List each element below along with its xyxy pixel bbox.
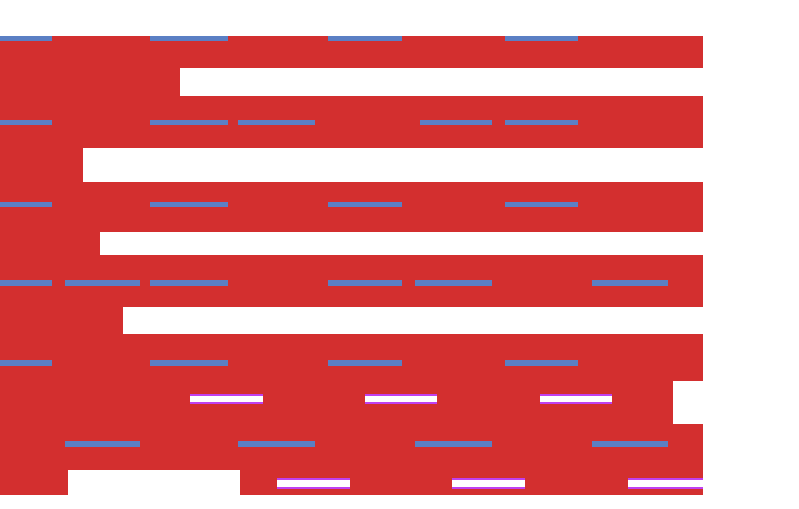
- magenta-highlight-bar[interactable]: [628, 478, 703, 489]
- blue-highlight-bar[interactable]: [150, 202, 228, 207]
- magenta-highlight-bar[interactable]: [365, 394, 437, 404]
- redaction-block: [0, 68, 180, 96]
- redaction-block: [0, 334, 703, 381]
- redaction-block: [0, 36, 703, 68]
- blue-highlight-bar[interactable]: [415, 441, 492, 447]
- blue-highlight-bar[interactable]: [415, 280, 492, 286]
- redaction-block: [0, 307, 123, 334]
- redaction-block: [0, 148, 83, 182]
- redaction-block: [0, 96, 703, 148]
- blue-highlight-bar[interactable]: [505, 36, 578, 41]
- redaction-block: [0, 232, 100, 255]
- blue-highlight-bar[interactable]: [328, 36, 402, 41]
- blue-highlight-bar[interactable]: [505, 202, 578, 207]
- blue-highlight-bar[interactable]: [592, 441, 668, 447]
- magenta-highlight-bar[interactable]: [190, 394, 263, 404]
- magenta-highlight-bar[interactable]: [452, 478, 525, 489]
- blue-highlight-bar[interactable]: [65, 441, 140, 447]
- blue-highlight-bar[interactable]: [65, 280, 140, 286]
- blue-highlight-bar[interactable]: [0, 280, 52, 286]
- blue-highlight-bar[interactable]: [505, 120, 578, 125]
- blue-highlight-bar[interactable]: [150, 120, 228, 125]
- blue-highlight-bar[interactable]: [0, 202, 52, 207]
- redaction-block: [0, 470, 68, 495]
- blue-highlight-bar[interactable]: [0, 120, 52, 125]
- blue-highlight-bar[interactable]: [150, 360, 228, 366]
- blue-highlight-bar[interactable]: [238, 120, 315, 125]
- blue-highlight-bar[interactable]: [420, 120, 492, 125]
- blue-highlight-bar[interactable]: [0, 36, 52, 41]
- blue-highlight-bar[interactable]: [328, 360, 402, 366]
- redaction-block: [0, 182, 703, 232]
- blue-highlight-bar[interactable]: [592, 280, 668, 286]
- blue-highlight-bar[interactable]: [0, 360, 52, 366]
- magenta-highlight-bar[interactable]: [540, 394, 612, 404]
- blue-highlight-bar[interactable]: [238, 441, 315, 447]
- blue-highlight-bar[interactable]: [150, 36, 228, 41]
- blue-highlight-bar[interactable]: [505, 360, 578, 366]
- blue-highlight-bar[interactable]: [328, 202, 402, 207]
- blue-highlight-bar[interactable]: [150, 280, 228, 286]
- redaction-block: [0, 424, 703, 470]
- blue-highlight-bar[interactable]: [328, 280, 402, 286]
- magenta-highlight-bar[interactable]: [277, 478, 350, 489]
